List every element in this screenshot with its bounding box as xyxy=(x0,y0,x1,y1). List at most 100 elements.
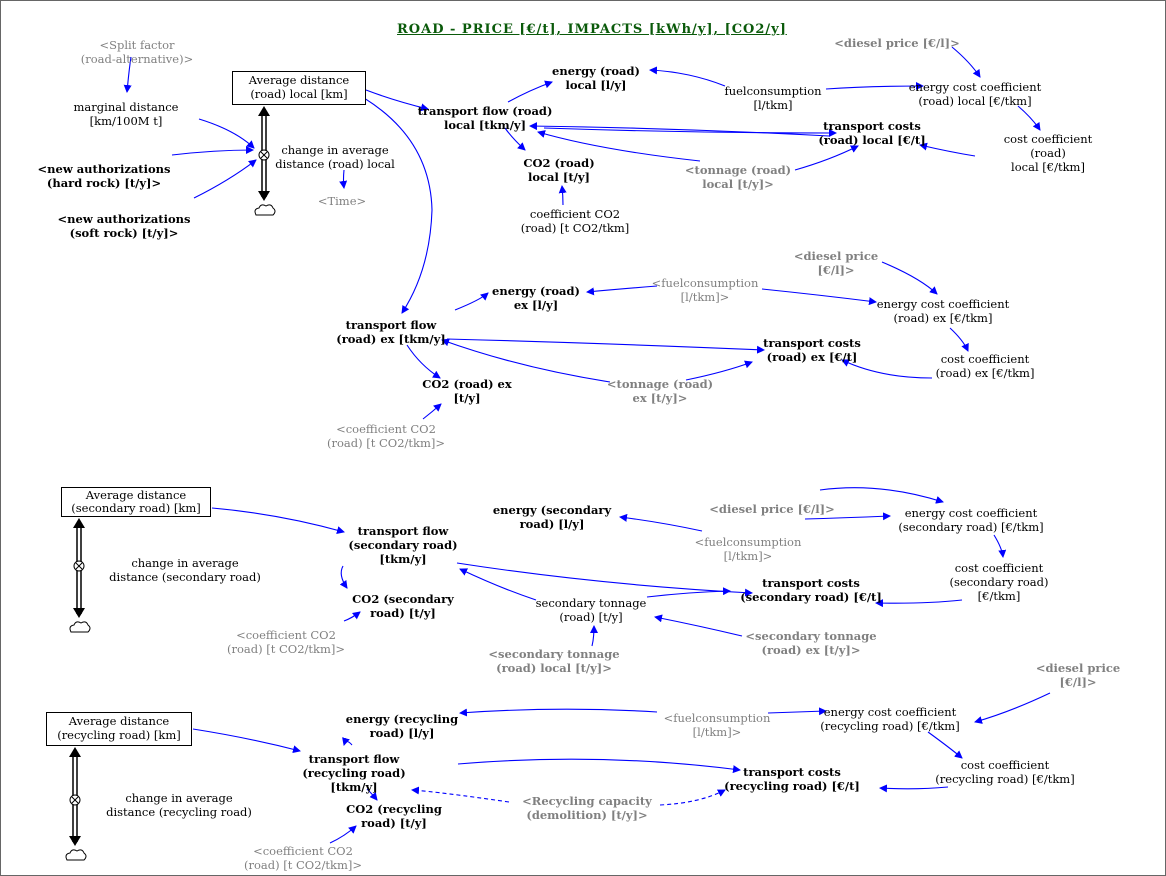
new-authorizations-soft-rock: <new authorizations (soft rock) [t/y]> xyxy=(57,212,191,240)
stock-average-distance-recycling-road: Average distance (recycling road) [km] xyxy=(46,712,192,746)
change-average-distance-secondary-road: change in average distance (secondary ro… xyxy=(109,556,261,584)
stock-average-distance-road-local: Average distance (road) local [km] xyxy=(232,71,366,105)
change-average-distance-road-local: change in average distance (road) local xyxy=(275,143,395,171)
energy-road-ex: energy (road) ex [l/y] xyxy=(492,284,580,312)
causal-link-arrow xyxy=(819,487,944,504)
energy-cost-coefficient-secondary-road: energy cost coefficient (secondary road)… xyxy=(898,506,1044,534)
causal-link-arrow xyxy=(804,512,891,521)
diesel-price-shadow: <diesel price [€/l]> xyxy=(834,36,960,50)
causal-link-arrow xyxy=(685,360,753,381)
energy-cost-coefficient-recycling-road: energy cost coefficient (recycling road)… xyxy=(820,705,960,733)
causal-link-arrow xyxy=(454,292,489,311)
causal-link-arrow xyxy=(974,692,1051,724)
causal-link-arrow xyxy=(198,118,255,149)
cloud-icon xyxy=(69,621,91,633)
causal-link-arrow xyxy=(927,731,963,759)
causal-link-arrow xyxy=(794,145,859,171)
causal-link-arrow xyxy=(646,587,731,598)
causal-link-arrow xyxy=(993,534,1007,558)
causal-link-arrow xyxy=(767,707,827,716)
causal-link-arrow xyxy=(171,146,254,156)
causal-link-arrow xyxy=(881,261,938,295)
cloud-icon xyxy=(65,849,87,861)
diesel-price-shadow-recycling: <diesel price [€/l]> xyxy=(1035,661,1121,689)
change-average-distance-recycling-road: change in average distance (recycling ro… xyxy=(106,791,252,819)
causal-link-arrow xyxy=(339,169,348,189)
secondary-tonnage-local-shadow: <secondary tonnage (road) local [t/y]> xyxy=(488,647,620,675)
energy-recycling-road: energy (recycling road) [l/y] xyxy=(345,712,459,740)
causal-link-arrow xyxy=(654,614,743,637)
causal-link-arrow xyxy=(919,142,976,157)
causal-link-arrow xyxy=(761,288,877,306)
causal-link-arrow xyxy=(123,56,132,93)
fuelconsumption: fuelconsumption [l/tkm] xyxy=(724,84,822,112)
causal-link-arrow xyxy=(543,127,837,137)
cost-coefficient-recycling-road: cost coefficient (recycling road) [€/tkm… xyxy=(935,758,1075,786)
causal-link-arrow xyxy=(457,758,741,774)
causal-link-arrow xyxy=(529,122,830,137)
energy-secondary-road: energy (secondary road) [l/y] xyxy=(492,503,612,531)
cost-coefficient-road-ex: cost coefficient (road) ex [€/tkm] xyxy=(935,352,1035,380)
secondary-tonnage-road: secondary tonnage (road) [t/y] xyxy=(535,596,647,624)
fuelconsumption-shadow-recycling: <fuelconsumption [l/tkm]> xyxy=(663,711,771,739)
new-authorizations-hard-rock: <new authorizations (hard rock) [t/y]> xyxy=(37,162,171,190)
causal-link-arrow xyxy=(446,338,765,354)
valve-icon xyxy=(69,794,81,806)
causal-link-arrow xyxy=(841,359,933,379)
cost-coefficient-road-local: cost coefficient (road) local [€/tkm] xyxy=(1003,132,1093,174)
co2-secondary-road: CO2 (secondary road) [t/y] xyxy=(352,592,454,620)
fuelconsumption-shadow-secondary: <fuelconsumption [l/tkm]> xyxy=(694,535,802,563)
transport-flow-road-local: transport flow (road) local [tkm/y] xyxy=(417,104,553,132)
transport-costs-secondary-road: transport costs (secondary road) [€/t] xyxy=(740,576,882,604)
causal-link-arrow xyxy=(879,784,949,793)
causal-link-arrow xyxy=(586,285,658,296)
causal-link-arrow xyxy=(659,789,726,806)
coefficient-co2-shadow-recycling: <coefficient CO2 (road) [t CO2/tkm]> xyxy=(243,844,363,872)
diesel-price-shadow-ex: <diesel price [€/l]> xyxy=(793,249,879,277)
causal-link-arrow xyxy=(339,565,348,589)
cost-coefficient-secondary-road: cost coefficient (secondary road) [€/tkm… xyxy=(949,561,1049,603)
transport-costs-recycling-road: transport costs (recycling road) [€/t] xyxy=(724,765,860,793)
valve-icon xyxy=(73,560,85,572)
causal-link-arrow xyxy=(329,825,357,844)
coefficient-co2: coefficient CO2 (road) [t CO2/tkm] xyxy=(520,207,630,235)
split-factor-shadow: <Split factor (road-alternative)> xyxy=(80,38,194,66)
causal-link-arrow xyxy=(406,344,441,379)
causal-link-arrow xyxy=(193,159,257,199)
causal-link-arrow xyxy=(411,786,510,803)
causal-link-arrow xyxy=(422,403,442,420)
causal-link-arrow xyxy=(504,127,526,151)
causal-link-arrow xyxy=(825,82,924,91)
cloud-icon xyxy=(254,204,276,216)
causal-link-arrow xyxy=(507,80,553,103)
energy-cost-coefficient-road-ex: energy cost coefficient (road) ex [€/tkm… xyxy=(876,297,1010,325)
tonnage-road-ex-shadow: <tonnage (road) ex [t/y]> xyxy=(606,377,714,405)
causal-link-arrow xyxy=(366,788,378,801)
co2-road-ex: CO2 (road) ex [t/y] xyxy=(422,377,512,405)
coefficient-co2-shadow-secondary: <coefficient CO2 (road) [t CO2/tkm]> xyxy=(226,628,346,656)
transport-costs-road-ex: transport costs (road) ex [€/t] xyxy=(763,336,861,364)
energy-road-local: energy (road) local [l/y] xyxy=(552,64,640,92)
causal-link-arrow xyxy=(343,611,361,622)
causal-link-arrow xyxy=(456,562,753,597)
coefficient-co2-shadow-ex: <coefficient CO2 (road) [t CO2/tkm]> xyxy=(326,422,446,450)
energy-cost-coefficient-road-local: energy cost coefficient (road) local [€/… xyxy=(908,80,1042,108)
secondary-tonnage-ex-shadow: <secondary tonnage (road) ex [t/y]> xyxy=(745,629,877,657)
causal-link-arrow xyxy=(537,130,701,162)
time-shadow: <Time> xyxy=(317,194,367,208)
causal-link-arrow xyxy=(589,625,598,647)
causal-link-arrow xyxy=(649,66,726,87)
causal-link-arrow xyxy=(192,728,301,754)
diesel-price-shadow-secondary: <diesel price [€/l]> xyxy=(709,502,835,516)
co2-road-local: CO2 (road) local [t/y] xyxy=(523,156,595,184)
causal-link-arrow xyxy=(619,513,703,532)
stock-average-distance-secondary-road: Average distance (secondary road) [km] xyxy=(61,487,211,517)
causal-link-arrow xyxy=(951,46,981,78)
diagram-title: ROAD - PRICE [€/t], IMPACTS [kWh/y], [CO… xyxy=(397,22,787,37)
marginal-distance: marginal distance [km/100M t] xyxy=(73,100,179,128)
co2-recycling-road: CO2 (recycling road) [t/y] xyxy=(346,802,442,830)
transport-costs-road-local: transport costs (road) local [€/t] xyxy=(818,119,926,147)
recycling-capacity-shadow: <Recycling capacity (demolition) [t/y]> xyxy=(522,794,652,822)
